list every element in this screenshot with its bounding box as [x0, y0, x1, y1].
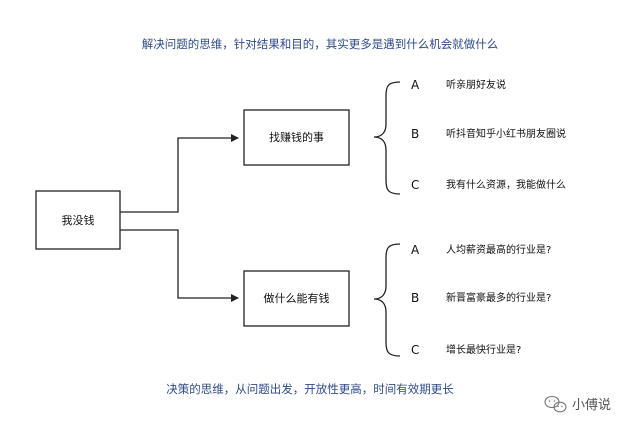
branch-node-2-label: 做什么能有钱: [264, 291, 330, 305]
watermark-text: 小傅说: [572, 398, 611, 413]
root-node: 我没钱: [35, 190, 121, 250]
branch-2-option-b-letter: B: [411, 291, 419, 305]
root-node-label: 我没钱: [62, 213, 95, 227]
branch-1-option-a-letter: A: [411, 78, 420, 92]
branch-2-option-c-letter: C: [411, 343, 419, 357]
branch-2-option-a-letter: A: [411, 243, 420, 257]
branch-1-option-a-text: 听亲朋好友说: [446, 78, 506, 91]
branch-node-1-label: 找赚钱的事: [269, 130, 324, 144]
branch-1-option-c-letter: C: [411, 178, 419, 192]
branch-1-option-c-text: 我有什么资源，我能做什么: [446, 178, 566, 191]
branch-2-option-c-text: 增长最快行业是?: [446, 343, 521, 356]
watermark: 小傅说: [544, 395, 611, 413]
branch-2-option-b-text: 新晋富豪最多的行业是?: [446, 291, 551, 304]
wechat-icon: [544, 395, 567, 413]
branch-node-1: 找赚钱的事: [243, 109, 350, 166]
top-caption: 解决问题的思维，针对结果和目的，其实更多是遇到什么机会就做什么: [142, 37, 499, 51]
brace-branch-2: [373, 243, 401, 357]
branch-1-option-b-text: 听抖音知乎小红书朋友圈说: [446, 127, 566, 140]
bottom-caption: 决策的思维，从问题出发，开放性更高，时间有效期更长: [166, 382, 454, 396]
branch-1-option-b-letter: B: [411, 127, 419, 141]
branch-node-2: 做什么能有钱: [243, 270, 350, 327]
brace-branch-1: [373, 81, 401, 195]
edge-root-to-branch-2: [120, 229, 239, 302]
edge-root-to-branch-1: [120, 134, 239, 213]
branch-2-option-a-text: 人均薪资最高的行业是?: [446, 243, 551, 256]
